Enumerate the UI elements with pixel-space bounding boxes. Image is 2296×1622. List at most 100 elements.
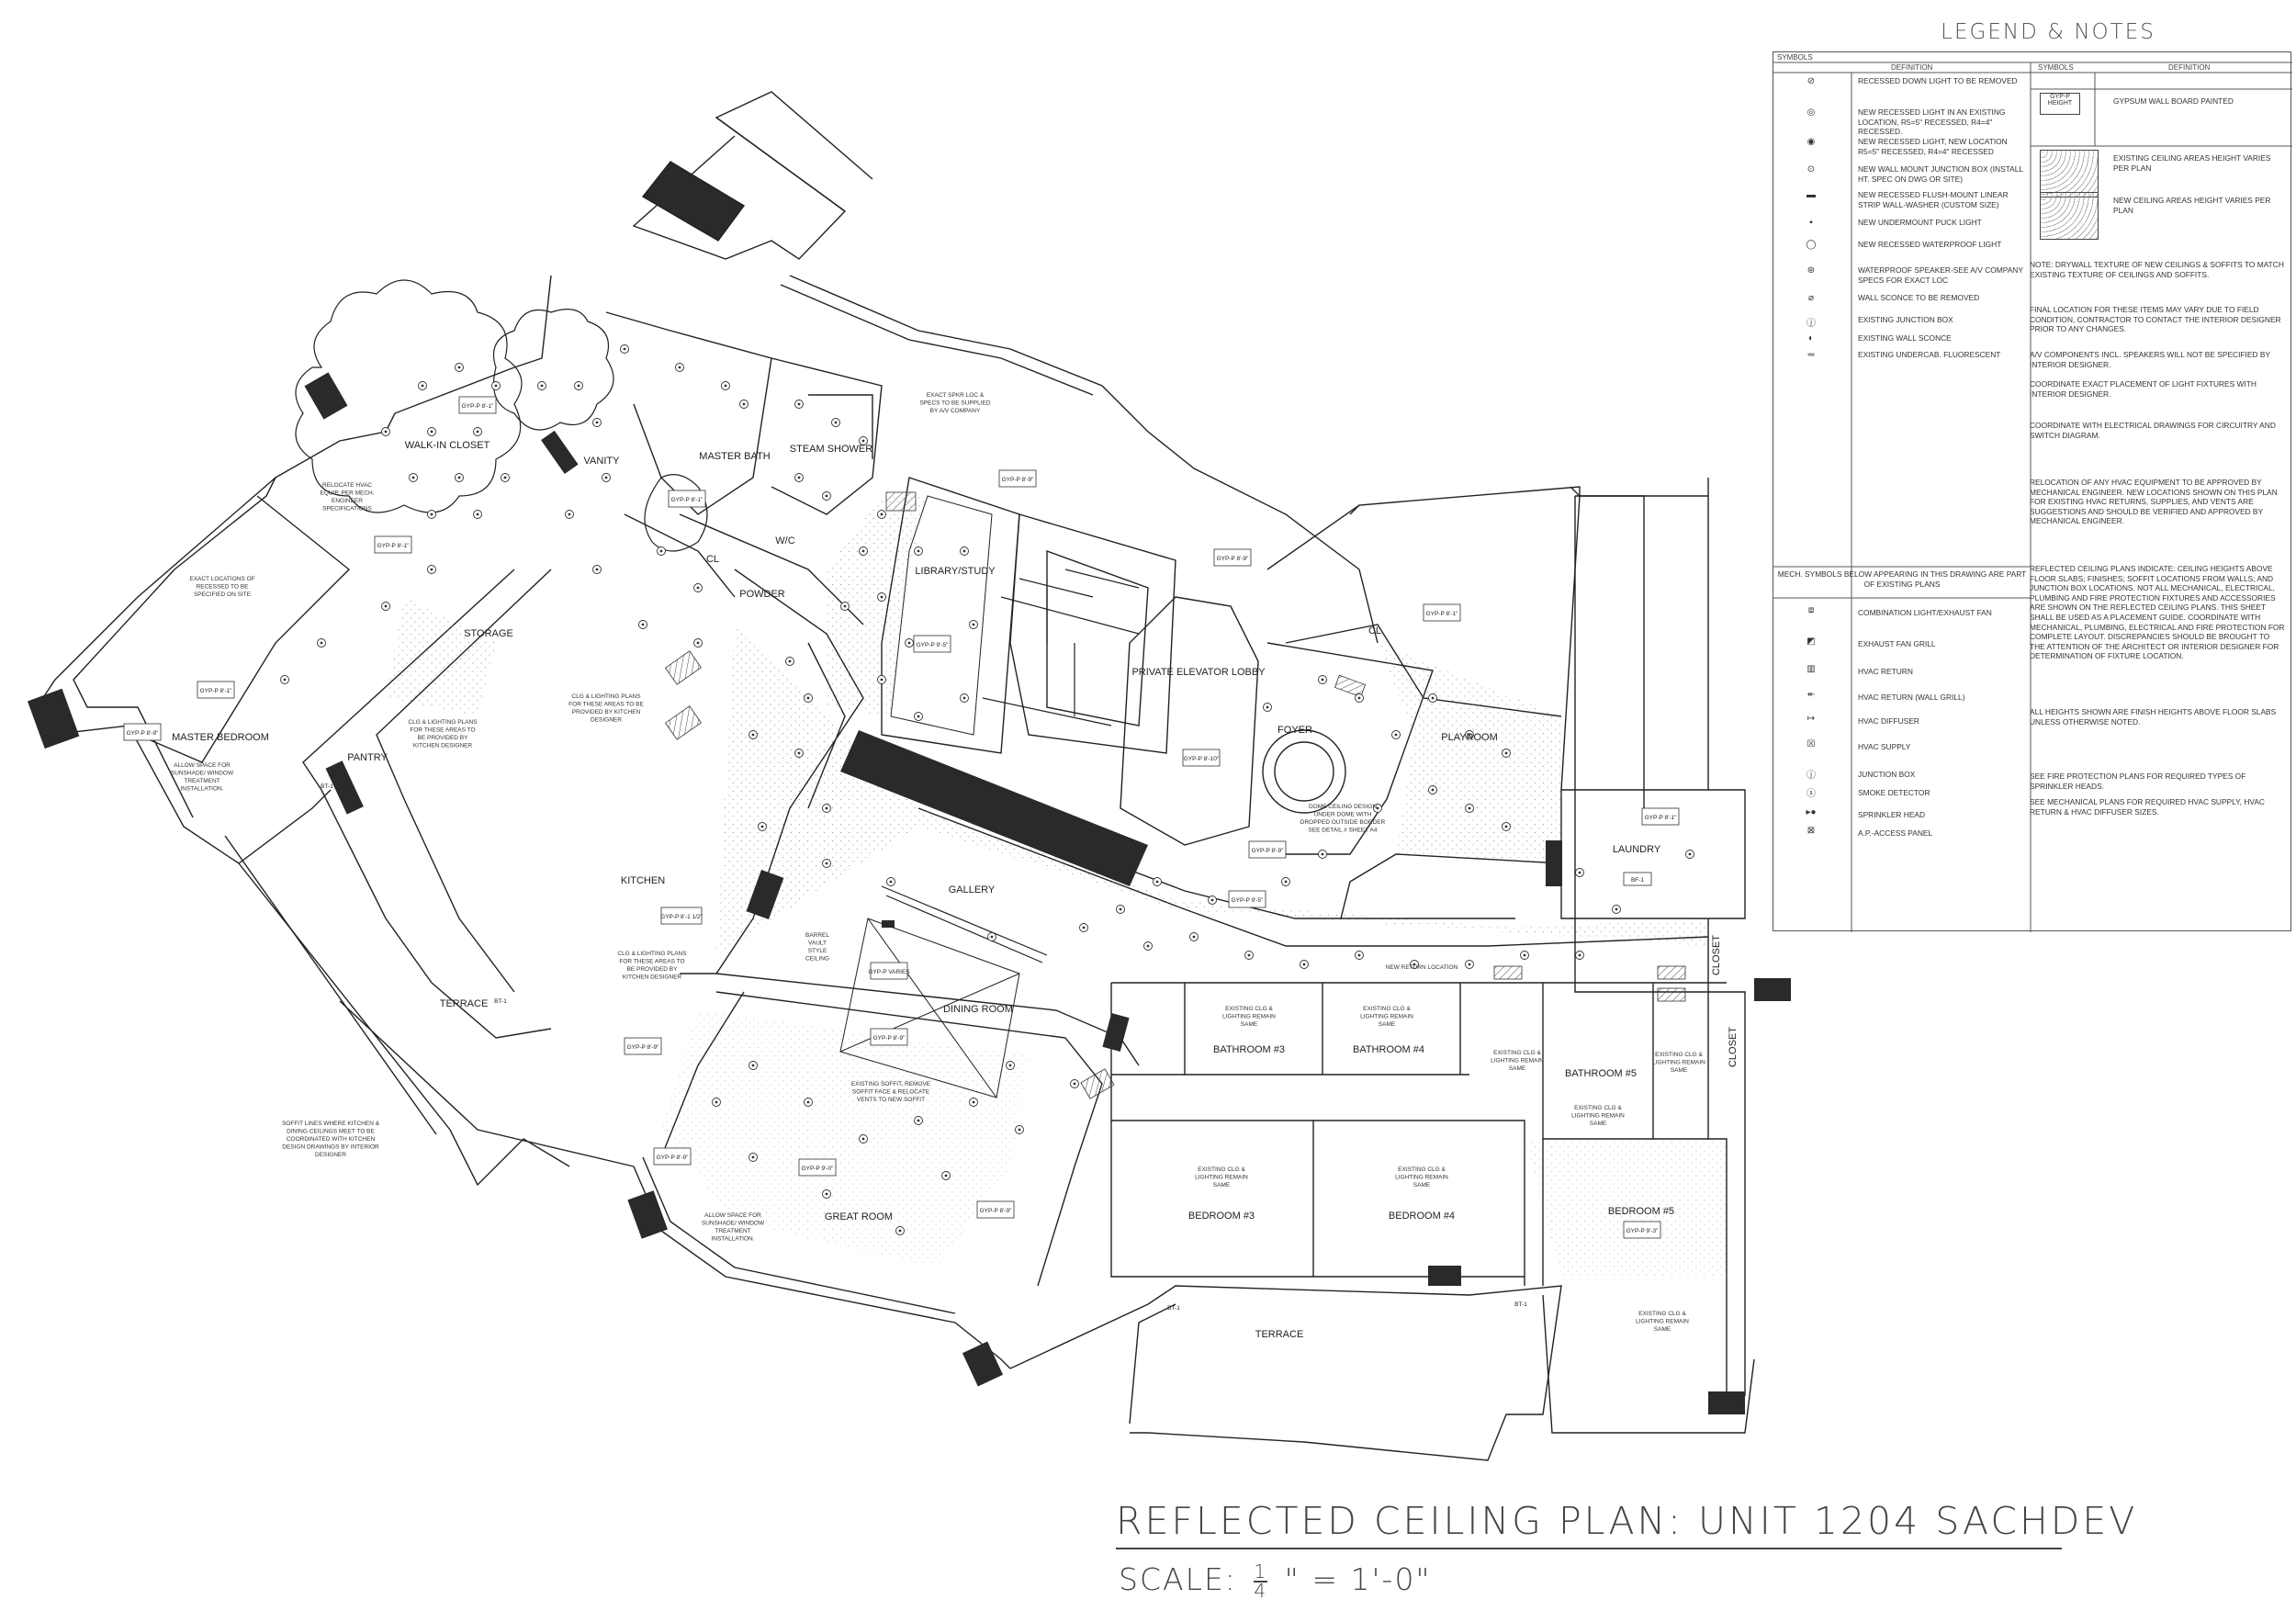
legend-item-text: EXISTING JUNCTION BOX — [1858, 315, 1953, 324]
light-fixture-center — [797, 402, 801, 406]
legend-item-text: EXISTING UNDERCAB. FLUORESCENT — [1858, 350, 2001, 359]
tag-text: GYP-P 8'-1 1/2" — [660, 914, 703, 920]
light-fixture-center — [1266, 705, 1269, 709]
legend-note: SEE MECHANICAL PLANS FOR REQUIRED HVAC S… — [2030, 797, 2265, 817]
light-fixture-center — [1357, 696, 1361, 700]
scale-fraction: 1 4 — [1254, 1562, 1268, 1600]
light-fixture-center — [659, 549, 663, 553]
light-fixture-center — [1504, 751, 1508, 755]
light-fixture-center — [751, 1064, 755, 1067]
tag-text: GYP-P 8'-9" — [873, 1035, 906, 1042]
linear-light-strips — [881, 569, 1140, 963]
tag-box: GYP-P VARIES — [868, 962, 910, 980]
room-label-storage: STORAGE — [464, 628, 513, 639]
room-labels: WALK-IN CLOSET MASTER BATH STEAM SHOWER … — [172, 440, 1739, 1340]
legend-item-text: COMBINATION LIGHT/EXHAUST FAN — [1858, 608, 1992, 617]
legend-item-text: GYPSUM WALL BOARD PAINTED — [2113, 96, 2234, 106]
light-fixture-center — [1412, 963, 1416, 966]
ceiling-height-tags: GYP-P 8'-1" GYP-P 8'-1" GYP-P 8'-1" GYP-… — [123, 396, 1680, 1312]
existing-recessed-light-icon: ◎ — [1806, 107, 1816, 118]
light-fixture-center — [1578, 871, 1581, 874]
light-fixture-center — [696, 641, 700, 645]
speaker-icon: ⊛ — [1806, 265, 1816, 276]
light-fixture-center — [604, 476, 608, 479]
room-label-wc: W/C — [775, 535, 794, 546]
legend-item-text: HVAC RETURN — [1858, 667, 1913, 676]
legend-symbols-header-right: SYMBOLS — [2038, 63, 2074, 72]
smoke-detector-icon: ⓢ — [1806, 789, 1816, 799]
legend-note: FINAL LOCATION FOR THESE ITEMS MAY VARY … — [2030, 305, 2281, 334]
drawing-scale: SCALE: 1 4 " = 1'-0" — [1119, 1561, 1432, 1600]
tag-text: GYP-P 9'-3" — [1626, 1228, 1660, 1234]
tag-text: GYP-P 8'-1" — [1645, 815, 1678, 821]
light-fixture-center — [1247, 953, 1251, 957]
legend-item-text: SPRINKLER HEAD — [1858, 810, 1926, 819]
tag-bt1-south: BT-1 — [1167, 1305, 1180, 1312]
tag-box: GYP-P 8'-1" — [197, 681, 235, 699]
linear-strip-icon: ▬ — [1806, 190, 1816, 200]
room-label-bathroom-4: BATHROOM #4 — [1353, 1044, 1424, 1055]
tag-box: GYP-P 8'-9" — [976, 1200, 1015, 1219]
light-fixture-center — [962, 696, 966, 700]
title-underline — [1116, 1548, 2062, 1549]
light-fixture-center — [843, 604, 847, 608]
light-fixture-center — [540, 384, 544, 388]
tag-box: GYP-P 8'-9" — [1213, 548, 1252, 567]
legend-item-text: HVAC RETURN (WALL GRILL) — [1858, 693, 1965, 702]
tag-text: GYP-P 8'-1" — [462, 403, 495, 410]
light-fixture-center — [880, 595, 884, 599]
light-fixture-center — [962, 549, 966, 553]
tag-box: GYP-P 8'-1" — [1423, 603, 1461, 622]
tag-text: GYP-P 8'-9" — [980, 1208, 1013, 1214]
tag-text: GYP-P VARIES — [868, 969, 910, 975]
room-label-bedroom-5: BEDROOM #5 — [1608, 1206, 1674, 1217]
room-label-playroom: PLAYROOM — [1441, 732, 1498, 743]
room-label-dining-room: DINING ROOM — [943, 1004, 1013, 1015]
legend-item-text: EXISTING WALL SCONCE — [1858, 333, 1952, 343]
light-fixture-center — [880, 678, 884, 681]
light-fixture-center — [411, 476, 415, 479]
legend-mech-header: MECH. SYMBOLS BELOW APPEARING IN THIS DR… — [1777, 569, 2027, 589]
legend-note: A/V COMPONENTS INCL. SPEAKERS WILL NOT B… — [2030, 350, 2270, 369]
light-fixture-center — [880, 513, 884, 516]
legend-item-text: EXHAUST FAN GRILL — [1858, 639, 1936, 648]
legend-item-text: HVAC SUPPLY — [1858, 742, 1911, 751]
recessed-down-light-remove-icon: ⊘ — [1806, 76, 1816, 86]
light-fixture-center — [623, 347, 626, 351]
existing-junction-box-icon: ⓙ — [1806, 319, 1816, 329]
room-label-library-study: LIBRARY/STUDY — [915, 566, 996, 577]
light-fixture-center — [907, 641, 911, 645]
light-fixture-center — [917, 715, 920, 718]
light-fixture-center — [430, 430, 433, 434]
tag-box: GYP-P 8'-9" — [998, 469, 1037, 488]
light-fixture-center — [1468, 733, 1471, 737]
legend-item-text: NEW RECESSED LIGHT IN AN EXISTING LOCATI… — [1858, 107, 2006, 136]
tag-box: GYP-P 8'-9" — [653, 1147, 692, 1166]
light-fixture-center — [990, 935, 994, 939]
light-fixture-center — [1018, 1128, 1021, 1132]
light-fixture-center — [1321, 678, 1324, 681]
light-fixture-center — [494, 384, 498, 388]
existing-ceiling-hatch-icon — [2040, 150, 2099, 197]
dining-room-pyramid-ceiling — [839, 918, 1020, 1098]
plan-note: NEW RETURN LOCATION — [1386, 964, 1458, 971]
drawing-title: REFLECTED CEILING PLAN: UNIT 1204 SACHDE… — [1116, 1499, 2138, 1543]
tag-box: GYP-P 9'-3" — [1623, 1221, 1661, 1239]
puck-light-icon: ▪ — [1809, 218, 1813, 228]
junction-box-icon: ⓙ — [1806, 771, 1816, 781]
light-fixture-center — [1357, 953, 1361, 957]
light-fixture-center — [715, 1100, 718, 1104]
light-fixture-center — [1504, 825, 1508, 828]
light-fixture-center — [678, 366, 681, 369]
tag-box: BF-1 — [1623, 872, 1652, 886]
legend-item-text: NEW WALL MOUNT JUNCTION BOX (INSTALL HT.… — [1858, 164, 2023, 184]
light-fixture-center — [806, 1100, 810, 1104]
tag-text: GYP-P 8'-9" — [127, 730, 160, 737]
tag-box: GYP-P 8'-10" — [1182, 749, 1221, 767]
